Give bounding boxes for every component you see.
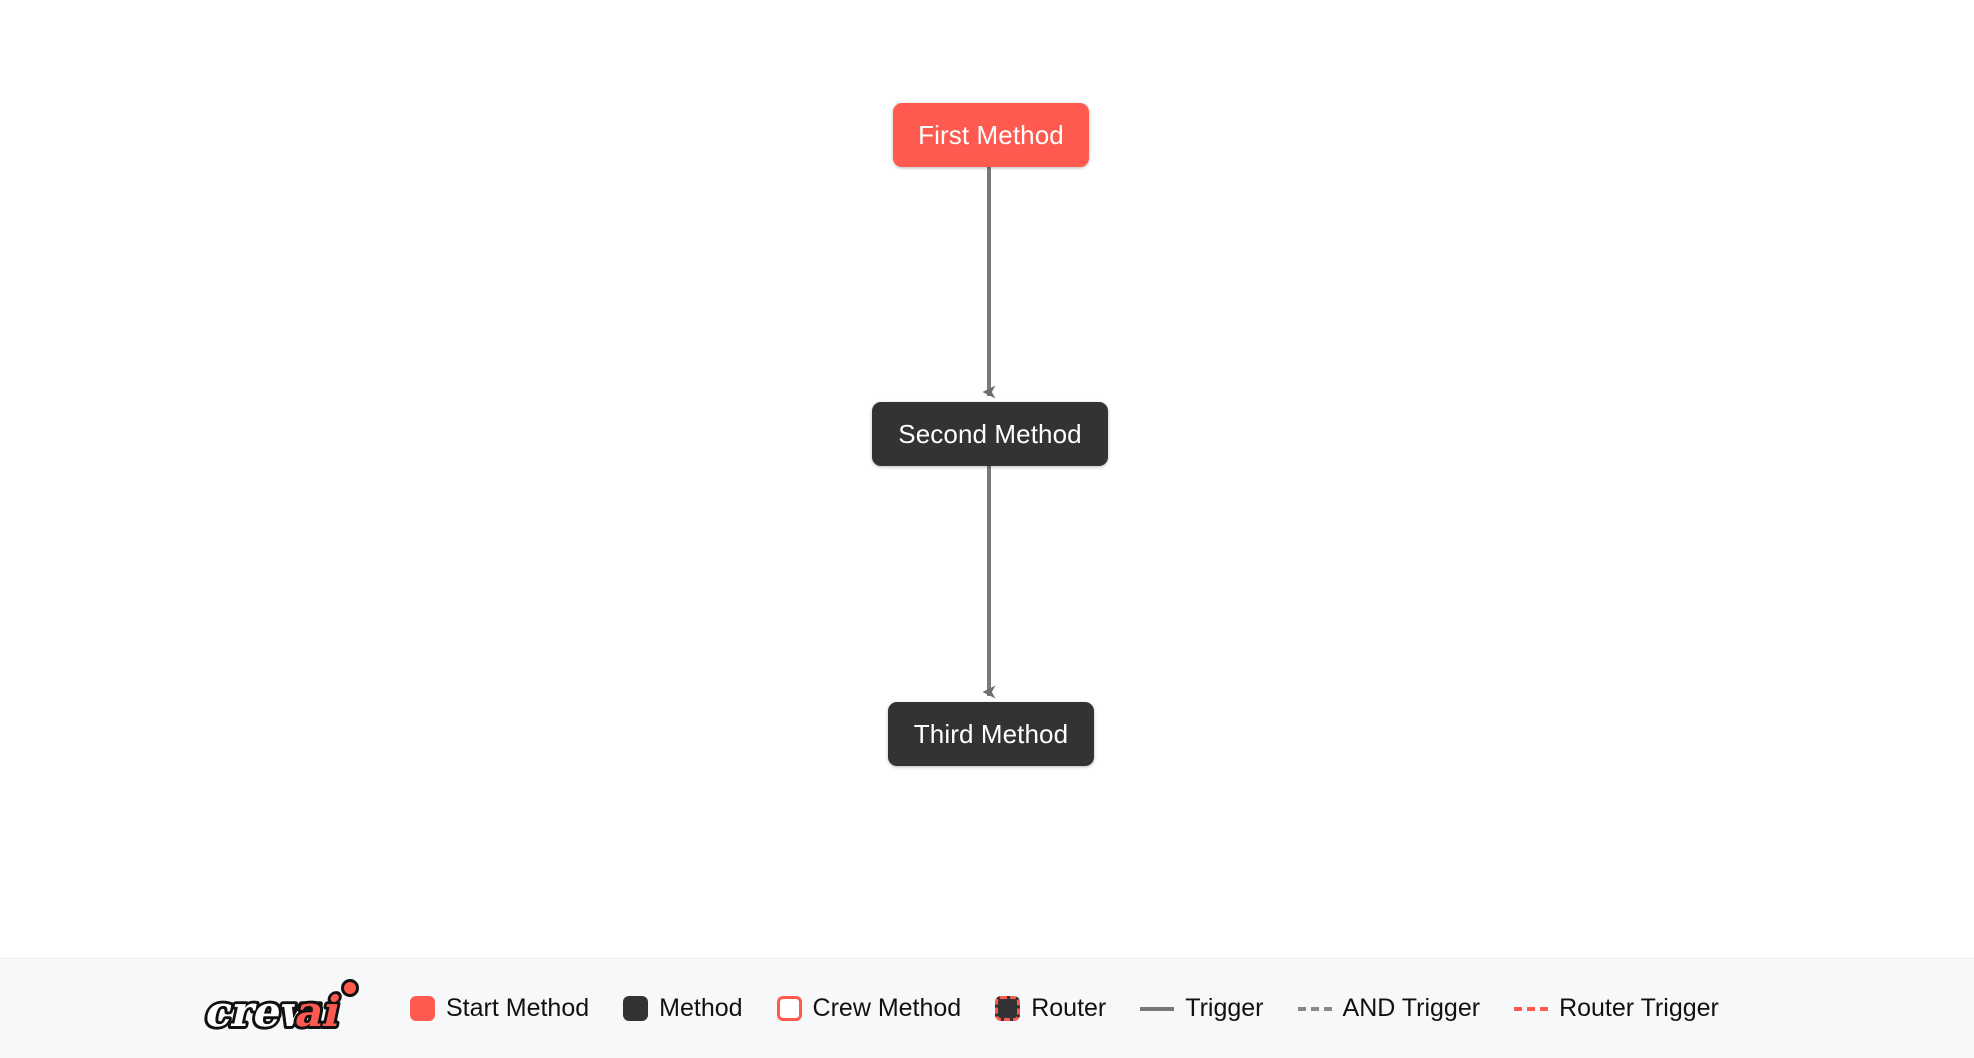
flow-node-third-method[interactable]: Third Method xyxy=(888,702,1094,766)
flow-node-first-method[interactable]: First Method xyxy=(893,103,1089,167)
legend-items: Start Method Method Crew Method Router T… xyxy=(410,996,1719,1021)
legend-item-start-method[interactable]: Start Method xyxy=(410,996,589,1021)
legend-item-and-trigger[interactable]: AND Trigger xyxy=(1297,994,1481,1022)
legend-label: Crew Method xyxy=(812,994,962,1022)
svg-text:crew: crew xyxy=(201,987,324,1036)
method-swatch-icon xyxy=(623,996,649,1021)
flow-node-label: Third Method xyxy=(913,719,1069,749)
svg-text:crew: crew xyxy=(201,987,324,1036)
legend-item-crew-method[interactable]: Crew Method xyxy=(776,994,962,1022)
trigger-line-icon xyxy=(1140,1006,1175,1011)
legend-item-trigger[interactable]: Trigger xyxy=(1140,994,1264,1022)
crewai-logo: crew crew ai ai xyxy=(196,978,374,1040)
legend-label: Router xyxy=(1031,994,1107,1022)
legend-item-router[interactable]: Router xyxy=(995,996,1106,1021)
svg-text:ai: ai xyxy=(291,987,345,1036)
flow-node-second-method[interactable]: Second Method xyxy=(872,402,1108,466)
and-trigger-line-icon xyxy=(1297,1006,1332,1011)
router-trigger-line-icon xyxy=(1514,1006,1549,1011)
legend-label: Router Trigger xyxy=(1559,994,1719,1022)
legend-label: Method xyxy=(659,994,743,1022)
flow-graph-canvas[interactable]: First Method Second Method Third Method xyxy=(0,0,1974,958)
start-method-swatch-icon xyxy=(410,996,435,1021)
router-swatch-icon xyxy=(995,996,1021,1021)
crew-method-swatch-icon xyxy=(776,996,802,1021)
legend-item-method[interactable]: Method xyxy=(623,994,743,1022)
legend-label: Trigger xyxy=(1185,994,1264,1022)
legend-label: AND Trigger xyxy=(1342,994,1481,1022)
svg-text:ai: ai xyxy=(291,987,345,1036)
flow-node-label: First Method xyxy=(918,120,1064,150)
legend-item-router-trigger[interactable]: Router Trigger xyxy=(1514,996,1719,1021)
flow-node-label: Second Method xyxy=(898,419,1082,449)
legend-label: Start Method xyxy=(446,994,590,1022)
legend-footer: crew crew ai ai Start Method Method Crew… xyxy=(0,958,1974,1058)
